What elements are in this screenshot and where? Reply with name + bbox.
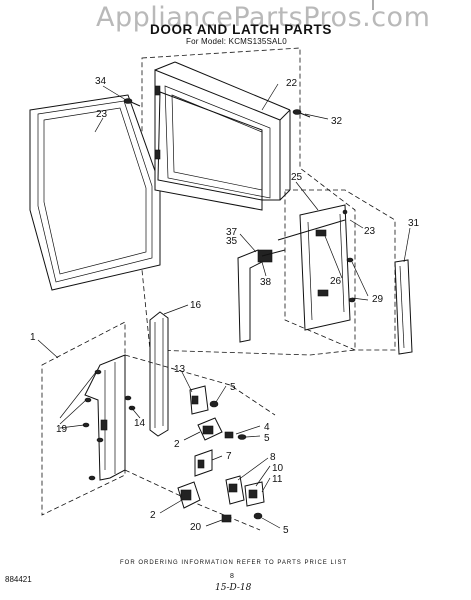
part-20-5-hardware (221, 512, 263, 523)
diagram-title: DOOR AND LATCH PARTS (150, 22, 332, 37)
part-22-door-frame (154, 61, 291, 211)
callout-2b: 2 (150, 510, 156, 521)
part-2-switch-lower (177, 481, 201, 509)
part-31-side-strip (394, 259, 413, 355)
handwritten-date: 15-D-18 (215, 583, 252, 593)
callout-7: 7 (226, 451, 232, 462)
callout-14: 14 (134, 418, 146, 429)
part-19-screws (59, 369, 104, 481)
callout-1: 1 (30, 332, 36, 343)
latch-base-outline (41, 321, 126, 516)
part-23-door-panel (29, 94, 161, 291)
callout-5c: 5 (283, 525, 289, 536)
document-number: 884421 (5, 575, 32, 584)
callout-2a: 2 (174, 439, 180, 450)
callout-37: 37 (226, 227, 238, 238)
callout-31: 31 (408, 218, 420, 229)
door-assembly-outline (141, 47, 356, 356)
part-4-5-hardware (224, 431, 247, 440)
callout-22: 22 (286, 78, 298, 89)
part-25-latch-plate (277, 204, 356, 331)
callout-20: 20 (190, 522, 202, 533)
callout-16: 16 (190, 300, 202, 311)
part-16-latch-bar (149, 311, 169, 437)
part-14-screw (124, 395, 136, 411)
ordering-info-note: FOR ORDERING INFORMATION REFER TO PARTS … (120, 560, 348, 566)
part-2-switch-upper (197, 417, 223, 441)
part-32-screw (292, 109, 311, 118)
callout-5a: 5 (230, 382, 236, 393)
callout-19: 19 (56, 424, 68, 435)
part-13-switch (189, 385, 219, 415)
callout-23: 23 (96, 109, 108, 120)
callout-29: 29 (372, 294, 384, 305)
callout-34: 34 (95, 76, 107, 87)
callout-25: 25 (291, 172, 303, 183)
callout-5b: 5 (264, 433, 270, 444)
part-8-10-11-switch-assembly (225, 475, 265, 507)
callout-13: 13 (174, 364, 186, 375)
callout-4: 4 (264, 422, 270, 433)
callout-23b: 23 (364, 226, 376, 237)
part-7-actuator (194, 449, 213, 477)
callout-26: 26 (330, 276, 342, 287)
callout-32: 32 (331, 116, 343, 127)
assembly-line-2 (124, 469, 261, 531)
model-subtitle: For Model: KCMS135SAL0 (186, 37, 287, 46)
callout-10: 10 (272, 463, 284, 474)
page-number: 8 (230, 573, 234, 580)
watermark: AppliancePartsPros.com (96, 2, 431, 33)
latch-plate-outline (284, 189, 396, 351)
part-1-latch-housing (84, 354, 126, 481)
callout-11: 11 (272, 474, 283, 485)
callout-38: 38 (260, 277, 272, 288)
part-37-latch-lever (237, 249, 286, 343)
callout-8: 8 (270, 452, 276, 463)
leader-lines (37, 83, 411, 529)
assembly-line-1 (124, 354, 276, 416)
callout-35: 35 (226, 236, 238, 247)
